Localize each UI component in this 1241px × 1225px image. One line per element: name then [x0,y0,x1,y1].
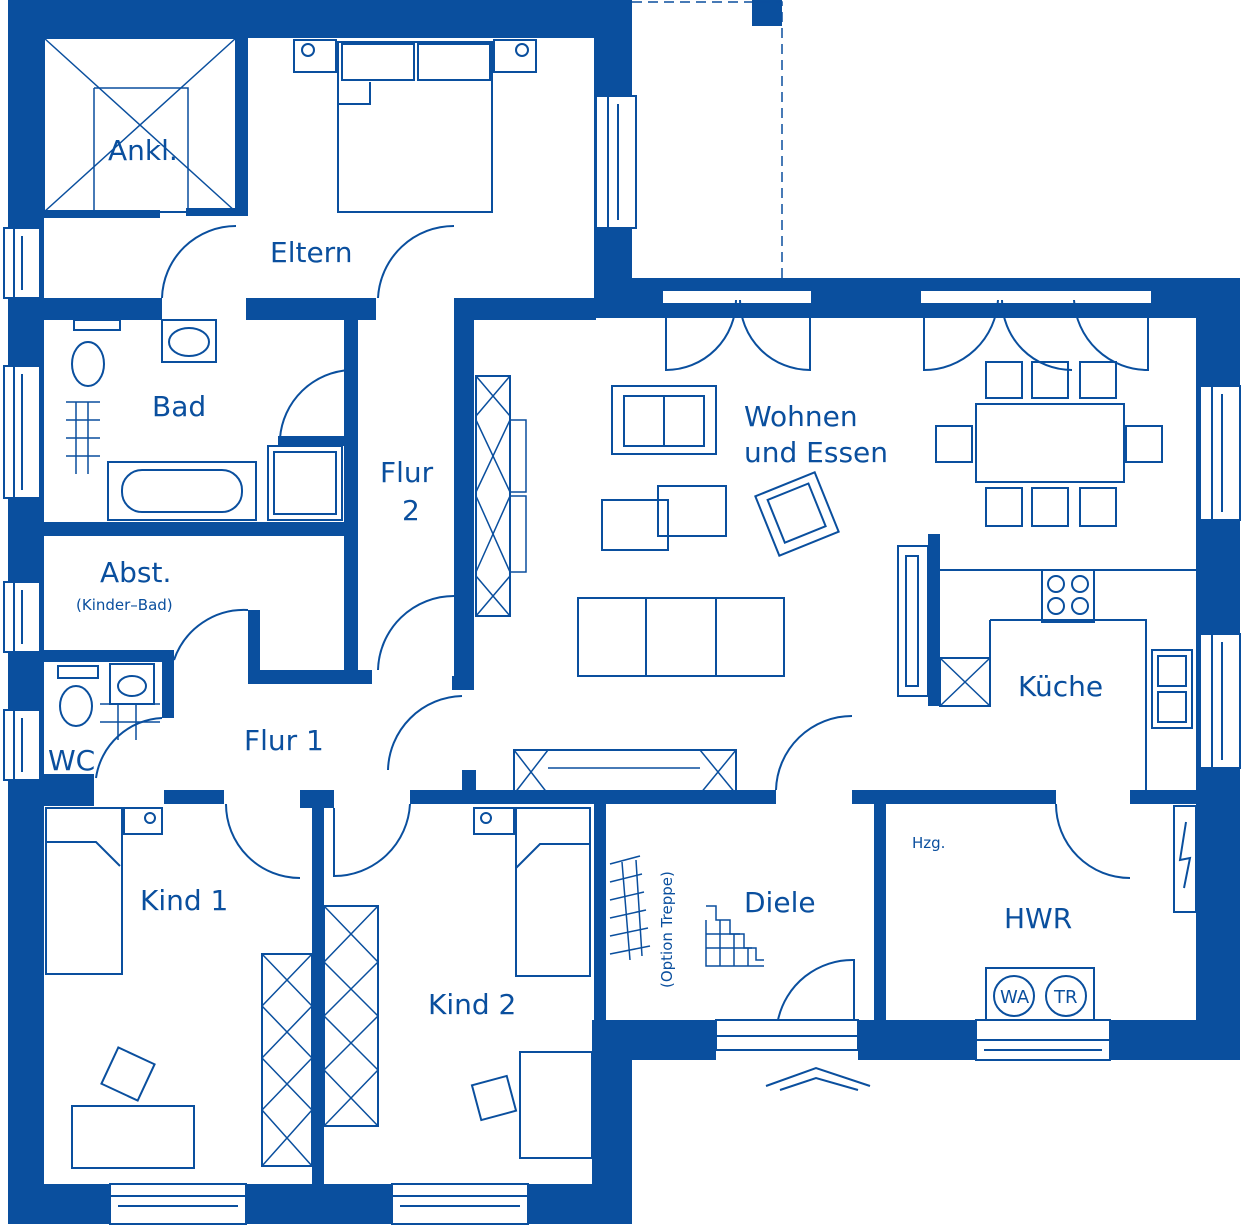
label-bad: Bad [152,390,206,423]
entrance-arrow-icon [765,1066,871,1091]
label-kueche: Küche [1018,670,1103,703]
label-wohnen-line2: und Essen [744,436,888,469]
label-washer: WA [1000,987,1030,1008]
label-abstellraum: Abst. [100,556,171,589]
label-ankleide: Ankl. [108,134,178,167]
wardrobe-flur2 [475,375,527,617]
kitchen-fixtures [897,545,1196,790]
label-flur1: Flur 1 [244,724,324,757]
terrace-doors [661,289,1153,372]
label-hwr: HWR [1004,902,1072,935]
label-dryer: TR [1053,987,1078,1008]
room-labels: Ankl. Eltern Bad Flur 2 Abst. (Kinder–Ba… [48,134,1103,1021]
terrace-outline [632,1,783,278]
interior-walls [44,38,1198,1184]
kind2-furniture [323,807,593,1159]
label-kind1: Kind 1 [140,884,228,917]
label-diele: Diele [744,886,816,919]
label-kind2: Kind 2 [428,988,516,1021]
label-flur2-line1: Flur [380,456,434,489]
ankleide-furniture [43,37,237,213]
dining-table [935,361,1163,527]
label-wc: WC [48,744,95,777]
label-wohnen-line1: Wohnen [744,400,858,433]
label-eltern: Eltern [270,236,352,269]
hwr-fixtures [985,805,1197,1021]
electric-panel-icon [1178,821,1192,889]
double-bed [293,39,537,213]
label-abstellraum-sub: (Kinder–Bad) [76,596,173,614]
bathroom-fixtures [66,319,343,521]
windows [3,95,1241,1225]
label-heizung: Hzg. [912,834,945,852]
kind1-furniture [45,807,313,1169]
living-furniture [513,385,840,795]
label-flur2-line2: 2 [402,494,420,527]
wc-fixtures [57,663,160,740]
diele-stairs [609,855,764,967]
label-option-treppe: (Option Treppe) [658,871,676,988]
door-swings [95,224,1131,1021]
